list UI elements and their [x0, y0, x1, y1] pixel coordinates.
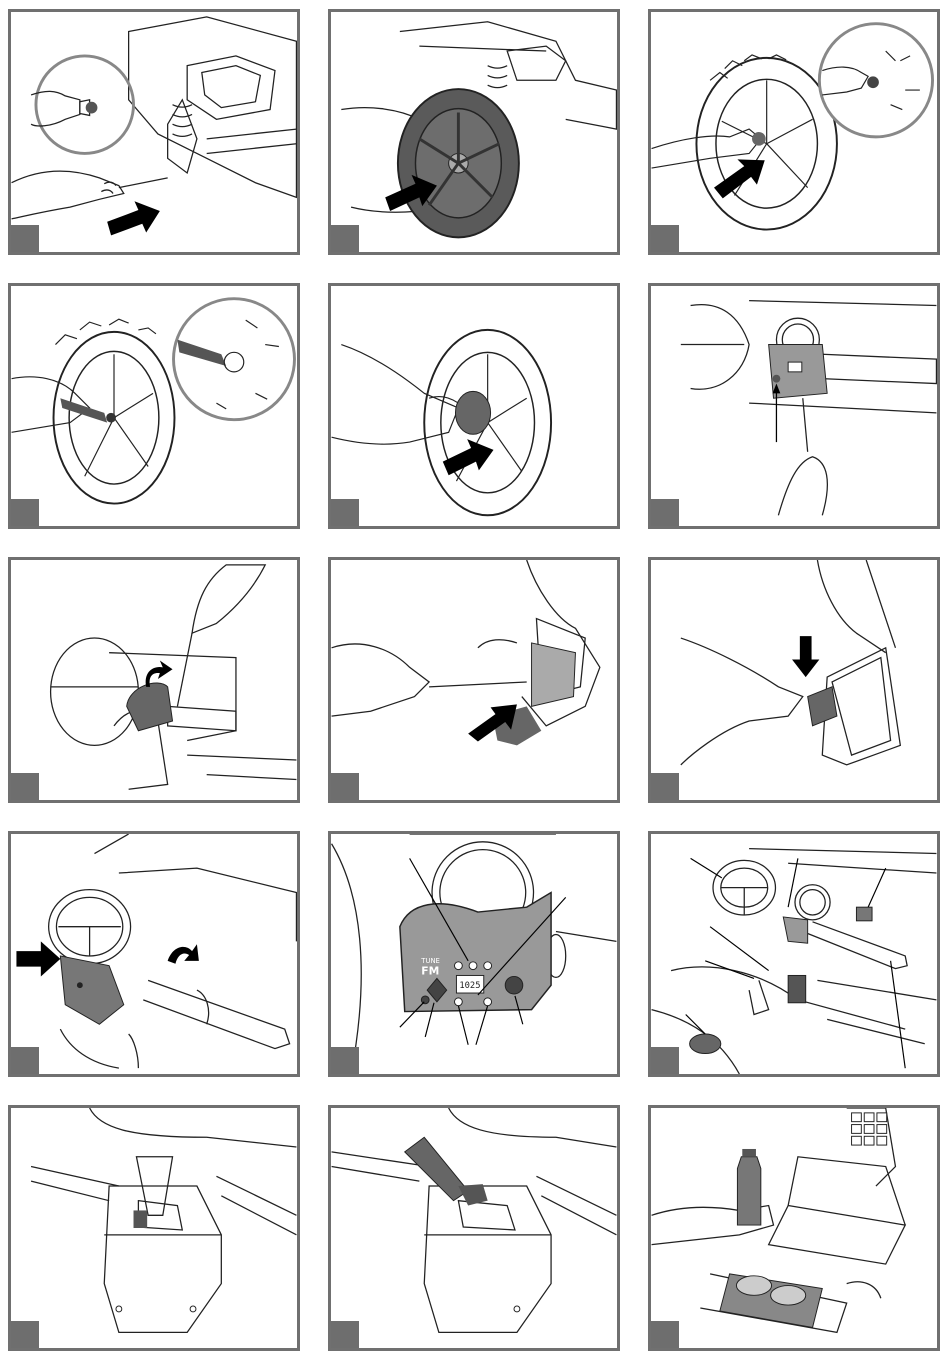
instruction-panel-2	[328, 9, 620, 255]
cup-holder-illustration	[651, 1108, 937, 1348]
step-number-tab	[10, 499, 39, 527]
steering-assembly-illustration	[11, 834, 297, 1074]
instruction-panel-14	[328, 1105, 620, 1351]
step-number-tab	[650, 1321, 679, 1349]
washer-install-illustration	[651, 12, 937, 252]
wheel-mount-illustration	[331, 12, 617, 252]
step-number-tab	[650, 1047, 679, 1075]
step-number-tab	[650, 499, 679, 527]
instruction-panel-11: TUNE FM 1025	[328, 831, 620, 1077]
axle-screw-illustration	[11, 12, 297, 252]
instruction-panel-5	[328, 283, 620, 529]
shifter-reverse-illustration	[331, 1108, 617, 1348]
instruction-panel-15	[648, 1105, 940, 1351]
step-number-tab	[330, 1321, 359, 1349]
step-number-tab	[10, 225, 39, 253]
instruction-panel-13	[8, 1105, 300, 1351]
instruction-panel-12	[648, 831, 940, 1077]
step-number-tab	[10, 1321, 39, 1349]
shifter-forward-illustration	[11, 1108, 297, 1348]
instruction-panel-9	[648, 557, 940, 803]
module-insert-illustration	[651, 560, 937, 800]
step-number-tab	[10, 773, 39, 801]
step-number-tab	[330, 225, 359, 253]
band-label: FM	[421, 964, 439, 977]
cockpit-overview-illustration	[651, 834, 937, 1074]
dashboard-remove-illustration	[11, 560, 297, 800]
tire-tread-grid	[852, 1113, 887, 1145]
radio-panel-illustration: TUNE FM 1025	[331, 834, 617, 1074]
instruction-panel-7	[8, 557, 300, 803]
instruction-panel-10	[8, 831, 300, 1077]
hub-cap-illustration	[331, 286, 617, 526]
nut-tighten-illustration	[11, 286, 297, 526]
step-number-tab	[330, 499, 359, 527]
step-number-tab	[10, 1047, 39, 1075]
instruction-panel-8	[328, 557, 620, 803]
instruction-panel-3	[648, 9, 940, 255]
dashboard-screw-illustration	[651, 286, 937, 526]
instruction-panel-4	[8, 283, 300, 529]
radio-module-unscrew-illustration	[331, 560, 617, 800]
step-number-tab	[650, 773, 679, 801]
step-number-tab	[650, 225, 679, 253]
step-number-tab	[330, 773, 359, 801]
instruction-panel-6	[648, 283, 940, 529]
frequency-display: 1025	[459, 981, 480, 991]
instruction-panel-1	[8, 9, 300, 255]
step-number-tab	[330, 1047, 359, 1075]
